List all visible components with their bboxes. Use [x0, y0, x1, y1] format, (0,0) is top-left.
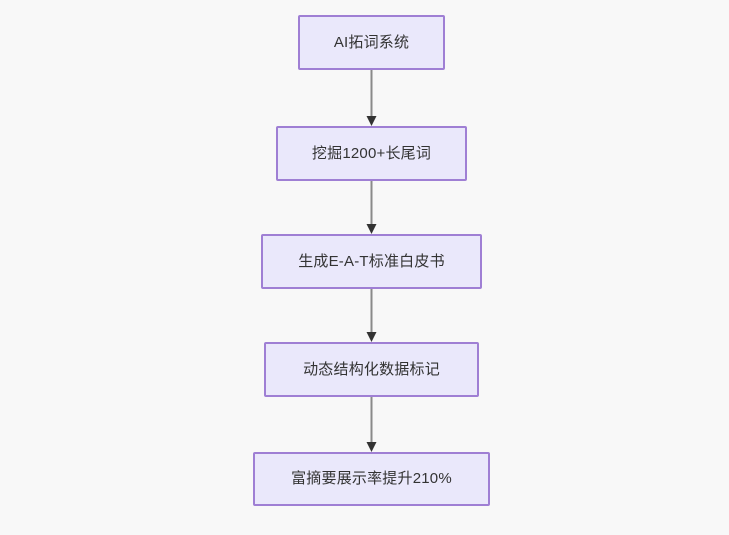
edge-n1-n2 [366, 70, 377, 126]
edge-n2-n3 [366, 181, 377, 234]
node-label: 生成E-A-T标准白皮书 [298, 252, 445, 270]
edge-n3-n4 [366, 289, 377, 342]
node-label: AI拓词系统 [333, 33, 410, 51]
flowchart-node-rich-snippet-rate-increase[interactable]: 富摘要展示率提升210% [253, 452, 490, 506]
node-label: 动态结构化数据标记 [303, 360, 440, 378]
flowchart-node-dynamic-structured-data-markup[interactable]: 动态结构化数据标记 [264, 342, 479, 397]
flowchart-node-mine-longtail-keywords[interactable]: 挖掘1200+长尾词 [276, 126, 467, 181]
flowchart-node-generate-eat-whitepaper[interactable]: 生成E-A-T标准白皮书 [261, 234, 482, 289]
edge-n4-n5 [366, 397, 377, 452]
node-label: 富摘要展示率提升210% [291, 470, 452, 487]
flowchart-node-ai-keyword-system[interactable]: AI拓词系统 [298, 15, 445, 70]
node-label: 挖掘1200+长尾词 [311, 144, 432, 162]
